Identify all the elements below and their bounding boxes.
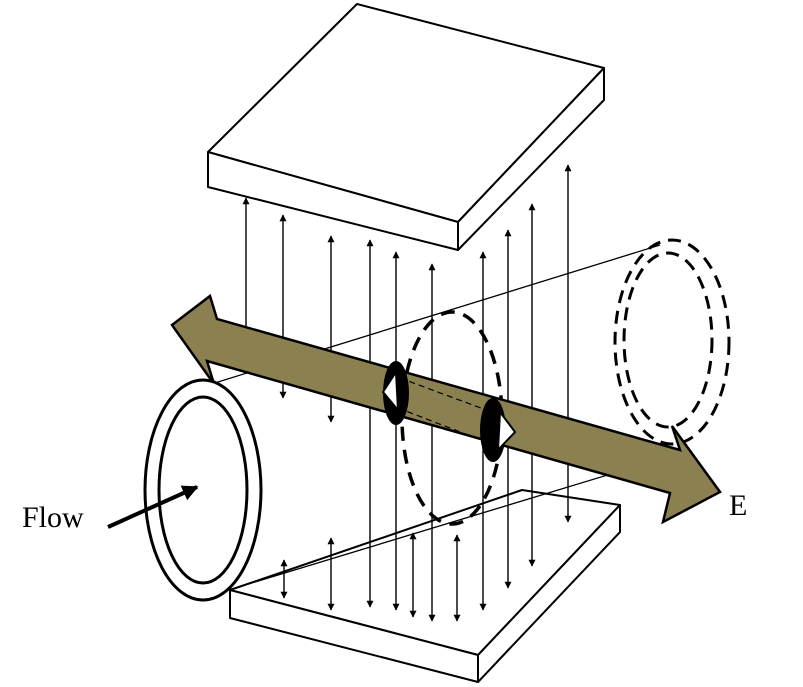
tube-front-outer-ring xyxy=(143,378,263,602)
far-ring-inner xyxy=(622,251,714,429)
field-label-e: E xyxy=(729,489,747,522)
electrode-link-bottom xyxy=(397,407,495,446)
flow-arrow xyxy=(107,485,199,529)
far-ring-outer xyxy=(613,238,731,446)
electrodes xyxy=(381,361,517,462)
far-cross-section-dashed xyxy=(613,238,731,446)
tube-front-inner-ring xyxy=(157,395,249,585)
electric-field-arrow xyxy=(170,293,722,525)
top-plate-side-face xyxy=(457,67,605,251)
left-electrode-arrowhead xyxy=(381,368,400,413)
electrode-link-top xyxy=(399,377,498,415)
flow-label: Flow xyxy=(22,501,84,534)
right-electrode-arrowhead xyxy=(496,409,517,453)
bottom-plate-side-face xyxy=(477,504,621,683)
top-electrode-plate xyxy=(207,3,605,251)
tube-front-opening xyxy=(143,378,263,602)
bottom-electrode-plate xyxy=(229,489,621,683)
field-lines xyxy=(242,164,572,622)
